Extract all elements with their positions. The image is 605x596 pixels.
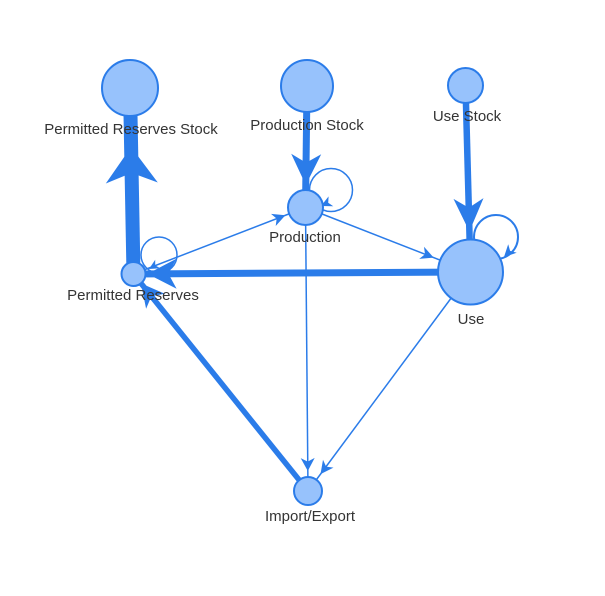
node-use-stock[interactable] (447, 67, 484, 104)
edge-line (304, 207, 309, 492)
edge-arrowhead (147, 258, 177, 289)
labels-layer: Permitted Reserves Stock Production Stock… (44, 108, 501, 525)
nodes-layer (101, 59, 504, 506)
edge-arrowhead (419, 246, 434, 259)
edge-arrowhead (300, 457, 315, 471)
edge-arrowhead (141, 283, 165, 309)
node-label-production: Production (269, 229, 341, 246)
edge-import-export-to-permitted-reserves[interactable] (131, 272, 311, 493)
edge-arrowhead (105, 147, 158, 184)
edge-use-to-import-export[interactable] (307, 271, 472, 492)
self-loop-arrowhead (321, 196, 334, 207)
edge-permitted-reserves-to-production[interactable] (133, 206, 306, 275)
node-label-import-export: Import/Export (265, 508, 356, 525)
edge-line (133, 268, 471, 278)
node-label-permitted-reserves-stock: Permitted Reserves Stock (44, 121, 218, 138)
edge-line (307, 271, 472, 492)
node-import-export[interactable] (293, 476, 323, 506)
edge-arrowhead (291, 153, 322, 185)
edge-permitted-reserves-to-permitted-reserves-stock[interactable] (105, 87, 158, 275)
edge-arrowhead (453, 198, 484, 232)
node-permitted-reserves[interactable] (120, 261, 147, 287)
edge-arrowhead (320, 459, 334, 475)
node-label-permitted-reserves: Permitted Reserves (67, 287, 199, 304)
edge-line (131, 272, 311, 493)
node-production[interactable] (287, 189, 324, 226)
node-label-use-stock: Use Stock (433, 108, 502, 125)
edge-arrowhead (271, 213, 286, 226)
edge-use-to-permitted-reserves[interactable] (133, 258, 471, 289)
node-label-production-stock: Production Stock (250, 117, 364, 134)
self-loop-arrowhead (504, 244, 517, 257)
node-use[interactable] (437, 238, 504, 306)
edge-production-to-import-export[interactable] (300, 207, 315, 492)
node-production-stock[interactable] (280, 59, 334, 113)
node-label-use: Use (458, 311, 485, 328)
node-permitted-reserves-stock[interactable] (101, 59, 159, 117)
edge-line (123, 87, 141, 275)
